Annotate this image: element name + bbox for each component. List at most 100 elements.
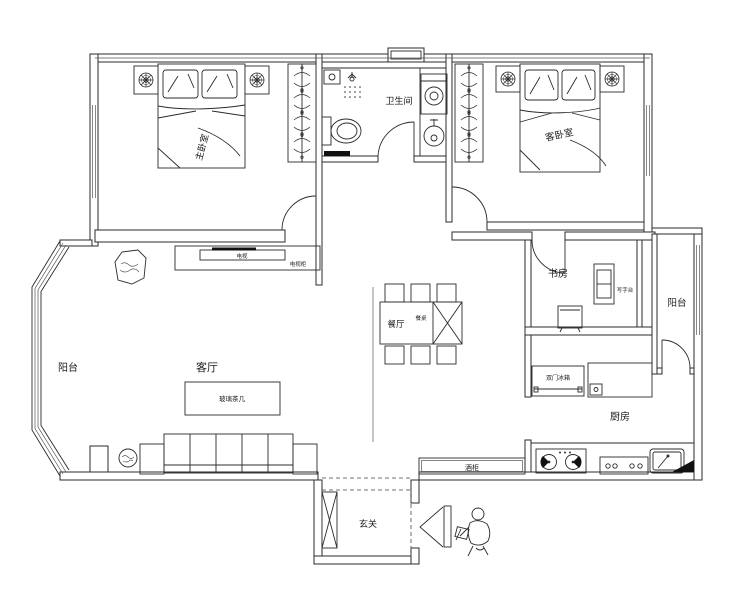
shower-icon [344, 72, 361, 98]
window-balcony-right [696, 245, 700, 335]
wall-hall-right [445, 53, 453, 223]
door-study [531, 239, 566, 274]
wall-right-exterior [693, 227, 703, 481]
window-master-left [92, 105, 96, 198]
pillar [89, 445, 109, 473]
living-room: 电视 电视柜 玻璃茶几 客厅 [89, 245, 321, 475]
entrance-door-leaf [443, 505, 452, 548]
dining-chair [410, 345, 431, 365]
tv-cabinet-label: 电视柜 [290, 260, 307, 268]
wall-study-right [636, 239, 643, 333]
wall-bay-top [59, 239, 93, 247]
flower-decor-icon [249, 72, 265, 88]
wall-left-master [89, 53, 99, 247]
bathroom: 卫生间 [321, 68, 448, 156]
ceiling-dash-lines [322, 477, 412, 556]
study-label: 书房 [548, 267, 568, 280]
bath-sink-icon [423, 119, 445, 147]
wall-bath-top [321, 61, 447, 69]
desk [593, 263, 615, 305]
wall-entry-left [313, 479, 323, 565]
door-bathroom [377, 121, 415, 157]
window-guest-right [646, 105, 650, 176]
door-guest-bedroom [451, 186, 488, 223]
master-bedroom-label: 主卧室 [193, 133, 212, 162]
balcony-left: 阳台 [58, 361, 78, 374]
bed-master [157, 63, 246, 169]
toilet-icon [321, 116, 362, 146]
flower-decor-icon [138, 72, 154, 88]
bathroom-label: 卫生间 [385, 95, 412, 107]
entry: 玄关 [321, 477, 491, 557]
flower-decor-icon [604, 71, 620, 87]
dining-chair [384, 283, 405, 303]
floor-drain [323, 69, 341, 85]
wall-guest-bottom [486, 221, 645, 231]
wall-kitchen-top [524, 326, 658, 336]
walls [59, 47, 703, 565]
balcony-left-label: 阳台 [58, 361, 78, 374]
fridge-label: 双门冰箱 [546, 374, 570, 382]
doors [281, 121, 691, 548]
floor-drain-icon [328, 73, 336, 81]
master-bedroom: 主卧室 [133, 63, 317, 169]
wall-bath-bottom-a [321, 155, 379, 163]
windows [31, 57, 700, 477]
guest-bedroom: 客卧室 [454, 63, 625, 173]
dining-room-label: 餐厅 [387, 320, 405, 330]
wall-corridor-top-a [451, 231, 533, 241]
wall-corridor-top-b [564, 231, 656, 241]
wall-balcony-door-pier-b [689, 367, 695, 375]
wall-balcony-right-top [647, 227, 703, 235]
desk-label: 写字台 [617, 286, 634, 294]
fridge: 双门冰箱 [531, 365, 585, 397]
wardrobe-guest [454, 63, 484, 163]
wall-master-bottom [94, 229, 286, 243]
dining-chair [384, 345, 405, 365]
dining-chair [436, 345, 457, 365]
study: 书房 写字台 [548, 263, 634, 333]
bay-window [31, 240, 70, 477]
wall-bath-bottom-b [413, 155, 447, 163]
entrance-door [419, 505, 452, 548]
wardrobe-master [287, 63, 317, 163]
corner-counter [672, 460, 694, 472]
kitchen-counter-upper [587, 362, 653, 398]
dining-chair [436, 283, 457, 303]
door-master-bedroom [281, 195, 317, 231]
knob-panel [599, 456, 649, 475]
dining-chair [410, 283, 431, 303]
door-kitchen-balcony [661, 339, 691, 369]
living-room-label: 客厅 [196, 360, 218, 374]
person-icon [454, 507, 491, 557]
duct-shaft-inner [390, 50, 422, 60]
desk-chair [557, 305, 583, 333]
entrance-door-swing [419, 506, 444, 548]
kitchen: 双门冰箱 厨房 [531, 362, 694, 475]
shoe-cabinet [321, 491, 338, 549]
wall-balcony-door-pier-a [656, 367, 663, 375]
tv-cabinet: 电视 电视柜 [174, 245, 321, 271]
washing-machine-icon [420, 73, 448, 115]
wall-entry-right-lower [410, 547, 420, 565]
balcony-right: 阳台 [667, 297, 686, 309]
flower-decor-icon [500, 71, 516, 87]
tv-screen-bar [212, 247, 256, 251]
wall-entry-right-upper [410, 479, 420, 504]
sofa [139, 433, 318, 475]
wall-study-left [524, 239, 532, 333]
bed-guest [519, 63, 607, 173]
dining-room: 餐厅 餐桌 [372, 283, 463, 442]
coffee-table-label: 玻璃茶几 [219, 394, 246, 403]
wine-cabinet: 酒柜 [418, 457, 526, 475]
dining-table: 餐厅 餐桌 [379, 301, 463, 345]
gas-stove-icon [535, 448, 587, 474]
balcony-right-label: 阳台 [667, 297, 686, 309]
kitchen-label: 厨房 [610, 410, 630, 423]
entry-label: 玄关 [359, 518, 377, 530]
wall-guest-right [643, 53, 653, 235]
wall-kitchen-left-a [524, 334, 532, 398]
wine-cabinet-label: 酒柜 [465, 463, 479, 472]
